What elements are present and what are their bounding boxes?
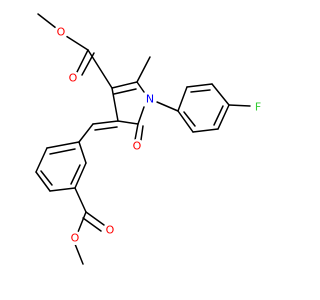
- bond-c5-o-double-a: [134, 123, 139, 141]
- atom-o-ester-bottom-methoxy: O: [68, 231, 82, 245]
- bond-ar2-6-inner: [183, 111, 196, 127]
- bond-c4-c3: [111, 87, 119, 122]
- bond-carbonyl-c3: [87, 49, 113, 89]
- bond-ar2-f: [228, 104, 251, 107]
- bond-n-aryl: [156, 101, 179, 112]
- bond-c5-o-double-b: [140, 125, 144, 141]
- atom-o-ester-bottom-carbonyl: O: [103, 223, 117, 237]
- bond-o-carbonyl-c-top: [65, 35, 89, 51]
- label-f-fluorophenyl: F: [255, 101, 261, 114]
- atom-o-lactam-carbonyl: O: [130, 139, 144, 153]
- bond-c5-c4: [117, 120, 139, 125]
- bond-c3-c2-double-b: [113, 88, 137, 95]
- label-o-ester-top-carbonyl: O: [69, 72, 78, 85]
- bond-ar1-4: [35, 171, 51, 192]
- bond-carbonyl-o-bottom: [77, 211, 87, 233]
- bond-ar1-6: [46, 141, 80, 149]
- label-o-ester-bottom-methoxy: O: [71, 232, 80, 245]
- atom-o-ester-top-carbonyl: O: [66, 71, 80, 85]
- atom-labels: O O N F O O O: [54, 25, 265, 245]
- atom-f-fluorophenyl: F: [251, 100, 265, 114]
- bond-ar2-2: [186, 83, 213, 88]
- bond-ar2-3: [211, 83, 230, 106]
- label-n-ring: N: [146, 93, 154, 106]
- bond-methyl-o-top: [37, 13, 57, 29]
- bond-ar2-6: [177, 110, 194, 133]
- bond-n-c5: [137, 106, 145, 125]
- atom-o-ester-top-methoxy: O: [54, 25, 68, 39]
- bond-c4-ch-double-a: [92, 120, 119, 125]
- bond-ar1-2: [74, 162, 87, 189]
- bonds: [35, 13, 251, 265]
- bond-carbonyl-double-bottom-a: [85, 211, 105, 226]
- bond-c3-c2-double-a: [111, 81, 138, 89]
- bond-ar2-1: [177, 86, 188, 112]
- bond-ar1-2-inner: [70, 164, 81, 185]
- atom-n-ring: N: [143, 92, 157, 106]
- bond-ar2-4-inner: [213, 105, 224, 126]
- chemical-structure-diagram: O O N F O O O: [35, 13, 265, 265]
- bond-ar2-4: [217, 104, 230, 130]
- bond-c2-n: [136, 81, 145, 93]
- label-o-ester-top-methoxy: O: [57, 26, 66, 39]
- bond-carbonyl-double-bottom-b: [82, 217, 102, 232]
- bond-ar1-6-inner: [49, 148, 76, 155]
- bond-o-methyl-bottom: [74, 243, 84, 265]
- bond-c4-ch-double-b: [94, 126, 118, 131]
- bond-ar1-3: [49, 187, 76, 192]
- bond-ar1-5: [35, 147, 48, 173]
- bond-ar2-5: [192, 128, 219, 133]
- bond-ar1-carbonyl: [74, 187, 87, 213]
- bond-ch-aryl: [78, 123, 94, 143]
- label-o-ester-bottom-carbonyl: O: [106, 224, 115, 237]
- bond-c2-methyl: [136, 56, 151, 83]
- bond-carbonyl-double-top-a: [76, 49, 89, 73]
- bond-ar1-1: [78, 141, 87, 164]
- bond-ar2-2-inner: [190, 89, 211, 93]
- label-o-lactam-carbonyl: O: [133, 140, 142, 153]
- bond-ar1-4-inner: [40, 170, 53, 186]
